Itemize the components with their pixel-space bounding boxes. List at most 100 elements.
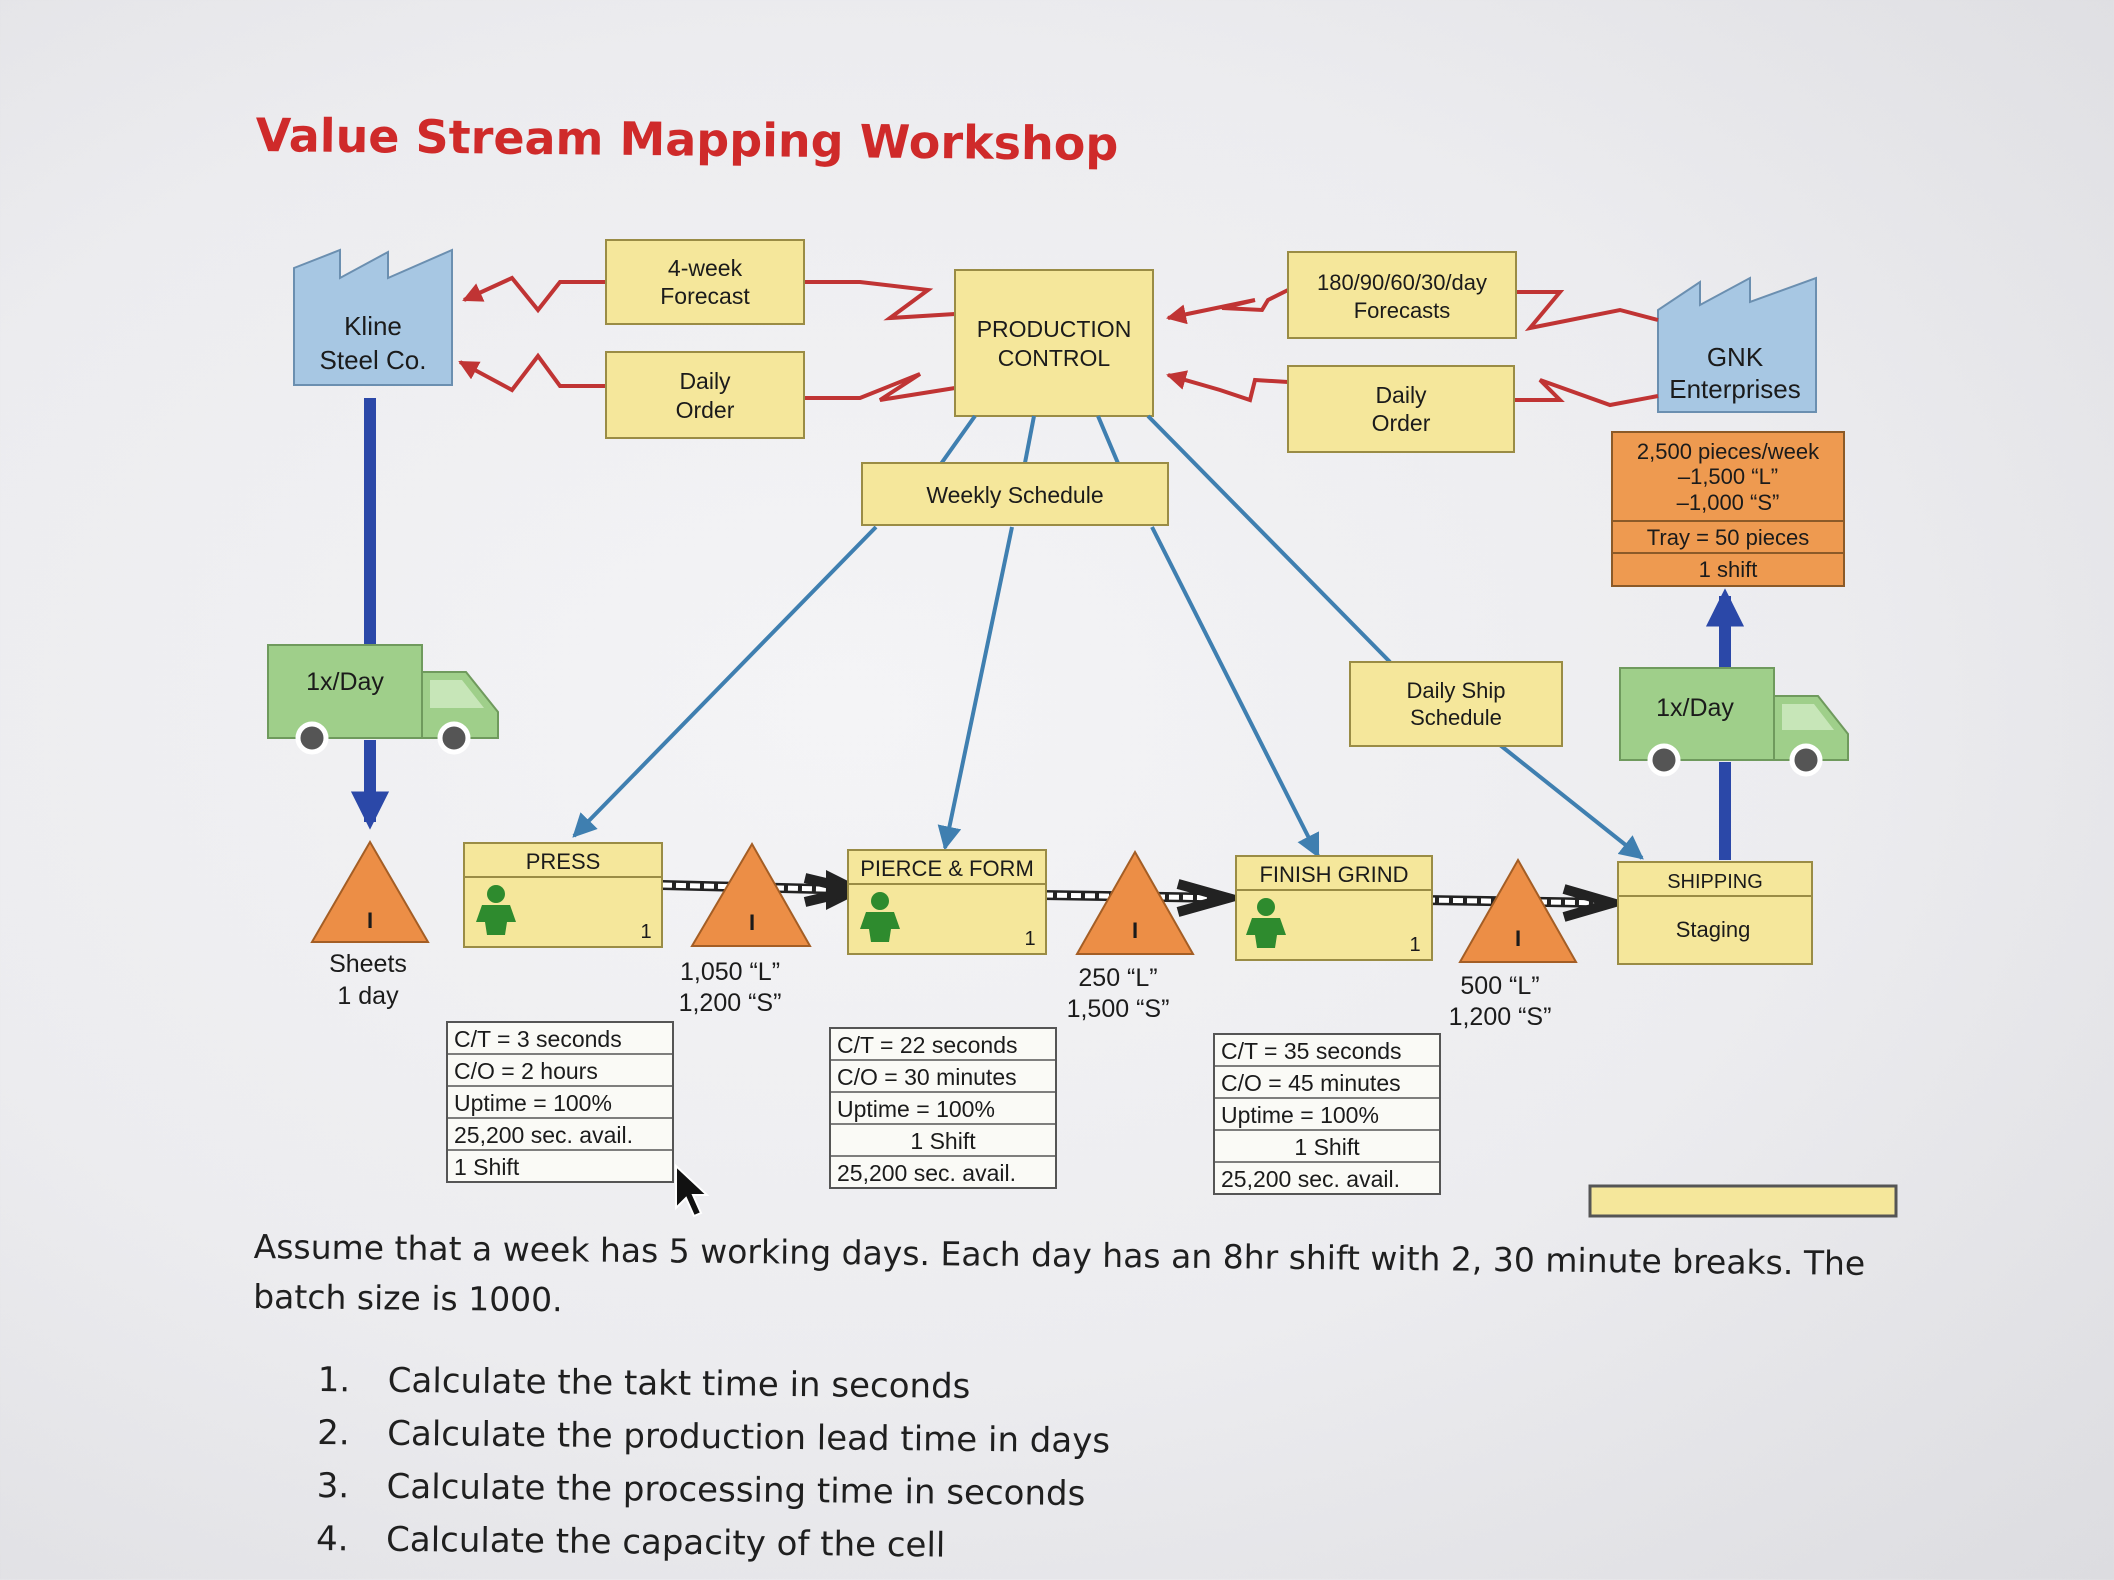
pierce-form-cycle-time: C/T = 22 seconds [837, 1032, 1018, 1058]
process-shipping-name: SHIPPING [1667, 871, 1763, 893]
order-from-customer-box: Daily Order [1287, 365, 1515, 453]
production-control-box: PRODUCTION CONTROL [954, 269, 1154, 417]
list-item: 3. Calculate the processing time in secon… [316, 1466, 1109, 1527]
process-pierce-form: PIERCE & FORM 1 [847, 849, 1047, 955]
process-press-operators: 1 [640, 921, 651, 943]
inventory-after-pierce-line1: 250 “L” [1078, 964, 1157, 992]
forecast-to-supplier-line1: 4-week [668, 255, 743, 281]
forecast-to-supplier-box: 4-week Forecast [605, 239, 805, 325]
press-shifts: 1 Shift [454, 1154, 520, 1180]
order-to-supplier-line1: Daily [679, 368, 731, 394]
pierce-form-available-time: 25,200 sec. avail. [837, 1160, 1016, 1186]
schedule-info-flow [572, 414, 1644, 860]
inventory-after-pierce-line2: 1,500 “S” [1067, 995, 1170, 1023]
process-press: PRESS 1 [463, 842, 663, 948]
order-from-customer-line2: Order [1372, 410, 1431, 436]
forecast-to-supplier-line2: Forecast [660, 283, 750, 309]
question-number: 4. [315, 1518, 349, 1560]
finish-grind-shifts: 1 Shift [1294, 1134, 1360, 1160]
process-finish-grind: FINISH GRIND 1 [1235, 855, 1433, 961]
inventory-after-pierce-triangle: I 250 “L” 1,500 “S” [1067, 849, 1195, 1023]
process-shipping: SHIPPING Staging [1617, 861, 1813, 965]
question-number: 3. [316, 1465, 350, 1507]
question-text: Calculate the processing time in seconds [386, 1466, 1086, 1515]
process-finish-grind-name: FINISH GRIND [1259, 862, 1408, 887]
inventory-after-pierce-symbol: I [1132, 918, 1138, 943]
pierce-form-changeover: C/O = 30 minutes [837, 1064, 1017, 1090]
pierce-form-data-box: C/T = 22 seconds C/O = 30 minutes Uptime… [829, 1027, 1057, 1189]
inventory-after-grind-line1: 500 “L” [1460, 972, 1539, 1000]
raw-inventory-line1: Sheets [329, 950, 407, 978]
process-press-name: PRESS [526, 849, 601, 874]
pierce-form-uptime: Uptime = 100% [837, 1096, 995, 1122]
pierce-form-shifts: 1 Shift [910, 1128, 976, 1154]
customer-demand-large: –1,500 “L” [1678, 464, 1778, 489]
customer-tray-size: Tray = 50 pieces [1647, 525, 1809, 550]
customer-demand-small: –1,000 “S” [1677, 490, 1780, 515]
outbound-truck-frequency: 1x/Day [1656, 694, 1734, 722]
inventory-after-grind-triangle: I 500 “L” 1,200 “S” [1449, 857, 1578, 1031]
customer-data-box: 2,500 pieces/week –1,500 “L” –1,000 “S” … [1611, 431, 1845, 587]
inbound-truck-icon: 1x/Day [267, 644, 499, 755]
customer-factory-icon: GNK Enterprises [1657, 276, 1817, 413]
finish-grind-uptime: Uptime = 100% [1221, 1102, 1379, 1128]
outbound-truck-icon: 1x/Day [1619, 667, 1849, 777]
raw-inventory-triangle: I Sheets 1 day [310, 840, 430, 1010]
daily-ship-schedule-line2: Schedule [1410, 705, 1502, 730]
finish-grind-changeover: C/O = 45 minutes [1221, 1070, 1401, 1096]
raw-inventory-symbol: I [367, 908, 373, 933]
customer-name-line2: Enterprises [1669, 374, 1801, 404]
press-uptime: Uptime = 100% [454, 1090, 612, 1116]
daily-ship-schedule-box: Daily Ship Schedule [1349, 661, 1563, 747]
daily-ship-schedule-line1: Daily Ship [1406, 678, 1505, 703]
electronic-info-flow [458, 275, 1659, 408]
inbound-truck-frequency: 1x/Day [306, 668, 384, 696]
list-item: 2.Calculate the production lead time in … [317, 1413, 1110, 1474]
customer-demand: 2,500 pieces/week [1637, 439, 1820, 464]
forecast-from-customer-line1: 180/90/60/30/day [1317, 270, 1487, 295]
raw-inventory-line2: 1 day [337, 982, 399, 1010]
supplier-name-line1: Kline [344, 311, 402, 341]
production-control-line1: PRODUCTION [977, 316, 1132, 342]
mouse-cursor-icon [675, 1163, 710, 1218]
finish-grind-data-box: C/T = 35 seconds C/O = 45 minutes Uptime… [1213, 1033, 1441, 1195]
question-text: Calculate the capacity of the cell [385, 1519, 946, 1566]
operator-icon [1246, 898, 1286, 948]
weekly-schedule-box: Weekly Schedule [861, 462, 1169, 526]
order-to-supplier-box: Daily Order [605, 351, 805, 439]
customer-name-line1: GNK [1707, 342, 1764, 372]
question-list: 1. Calculate the takt time in seconds 2.C… [316, 1360, 1111, 1580]
order-to-supplier-line2: Order [676, 397, 735, 423]
operator-icon [476, 885, 516, 935]
process-pierce-form-operators: 1 [1024, 928, 1035, 950]
list-item: 1. Calculate the takt time in seconds [317, 1360, 1110, 1421]
forecast-from-customer-box: 180/90/60/30/day Forecasts [1287, 251, 1517, 339]
weekly-schedule-label: Weekly Schedule [926, 482, 1103, 508]
cropped-box [1588, 1184, 1898, 1218]
process-pierce-form-name: PIERCE & FORM [860, 856, 1034, 881]
process-finish-grind-operators: 1 [1409, 934, 1420, 956]
press-data-box: C/T = 3 seconds C/O = 2 hours Uptime = 1… [446, 1021, 674, 1183]
press-cycle-time: C/T = 3 seconds [454, 1026, 622, 1052]
production-control-line2: CONTROL [998, 345, 1111, 371]
forecast-from-customer-line2: Forecasts [1354, 298, 1451, 323]
finish-grind-cycle-time: C/T = 35 seconds [1221, 1038, 1402, 1064]
inventory-after-press-line1: 1,050 “L” [680, 958, 780, 986]
inventory-after-grind-symbol: I [1515, 926, 1521, 951]
finish-grind-available-time: 25,200 sec. avail. [1221, 1166, 1400, 1192]
question-number: 1. [317, 1360, 351, 1401]
inventory-after-press-symbol: I [749, 910, 755, 935]
assumption-text: Assume that a week has 5 working days. E… [253, 1226, 1866, 1320]
inventory-after-press-line2: 1,200 “S” [679, 989, 782, 1017]
question-text: Calculate the takt time in seconds [387, 1360, 971, 1407]
inventory-after-grind-line2: 1,200 “S” [1449, 1003, 1552, 1031]
supplier-factory-icon: Kline Steel Co. [293, 248, 453, 386]
press-changeover: C/O = 2 hours [454, 1058, 598, 1084]
inventory-after-press-triangle: I 1,050 “L” 1,200 “S” [679, 842, 812, 1017]
supplier-name-line2: Steel Co. [320, 345, 427, 375]
process-shipping-sub: Staging [1676, 917, 1751, 942]
order-from-customer-line1: Daily [1375, 382, 1427, 408]
customer-shift: 1 shift [1699, 557, 1758, 582]
press-available-time: 25,200 sec. avail. [454, 1122, 633, 1148]
